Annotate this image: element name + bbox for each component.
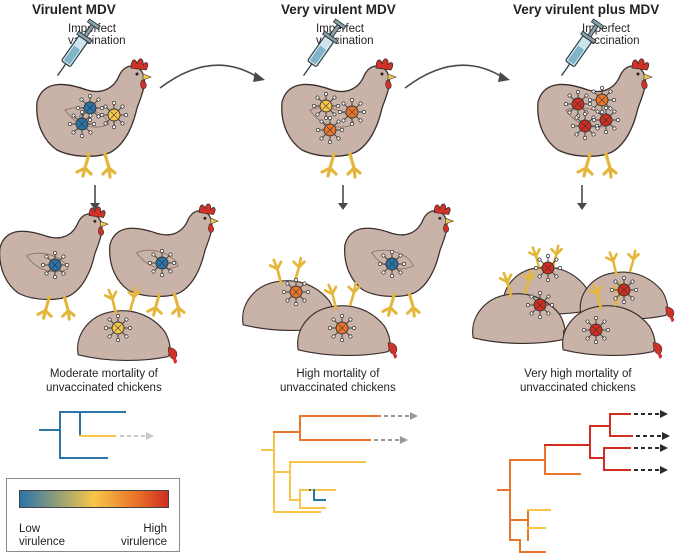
virus-icon [377, 249, 407, 279]
virus-cross [338, 324, 346, 332]
virus-cross [110, 111, 118, 119]
virus-icon [609, 275, 639, 305]
virus-icon [40, 250, 70, 280]
syringe-icon [296, 17, 348, 81]
outcome-caption-1: Moderate mortality of unvaccinated chick… [46, 368, 162, 395]
column-title-very-virulent-plus: Very virulent plus MDV [513, 2, 660, 17]
virus-cross [348, 108, 356, 116]
virus-icon [311, 91, 341, 121]
virus-cross [388, 260, 396, 268]
virus-cross [322, 102, 330, 110]
arrows-layer [90, 64, 587, 210]
virus-cross [78, 120, 86, 128]
virus-cross [592, 326, 600, 334]
down-arrow-head [338, 203, 348, 210]
transition-arrow [404, 64, 505, 89]
virus-icon [570, 111, 600, 141]
legend-text-line: Low [19, 523, 41, 535]
virus-cross [581, 122, 589, 130]
transition-arrow-head [253, 72, 265, 82]
outcome-caption-3: Very high mortality of unvaccinated chic… [520, 368, 636, 395]
caption-line: unvaccinated chickens [520, 381, 636, 394]
virus-cross [544, 264, 552, 272]
virus-cross [326, 126, 334, 134]
virus-cross [86, 104, 94, 112]
virus-cross [598, 96, 606, 104]
vaccination-label-line: Imperfect [316, 23, 364, 35]
chicken-icon [35, 57, 153, 179]
virus-icon [587, 85, 617, 115]
virus-cross [574, 100, 582, 108]
virus-icon [315, 115, 345, 145]
virus-icon [581, 315, 611, 345]
virus-cross [602, 116, 610, 124]
caption-line: High mortality of [296, 368, 380, 380]
dead-chicken-icon [76, 286, 179, 366]
virus-icon [563, 89, 593, 119]
virus-icon [327, 313, 357, 343]
virus-icon [533, 253, 563, 283]
transition-arrow-head [498, 72, 510, 82]
virus-icon [337, 97, 367, 127]
dashed-arrow-head [660, 444, 668, 452]
caption-line: Very high mortality of [524, 368, 632, 380]
dashed-arrow-head [410, 412, 418, 420]
vaccination-label-line: vaccination [582, 35, 640, 47]
dashed-arrow-head [662, 432, 670, 440]
legend-text-line: virulence [120, 535, 167, 548]
virulence-legend: Low virulence High virulence [6, 478, 180, 552]
dashed-arrow-head [146, 432, 154, 440]
outcome-caption-2: High mortality of unvaccinated chickens [280, 368, 396, 395]
virus-cross [292, 288, 300, 296]
virus-icon [75, 93, 105, 123]
virions-layer [40, 85, 639, 345]
caption-line: Moderate mortality of [49, 368, 158, 380]
caption-line: unvaccinated chickens [280, 381, 396, 394]
down-arrow-head [577, 203, 587, 210]
virus-icon [147, 248, 177, 278]
caption-line: unvaccinated chickens [46, 381, 162, 394]
virus-icon [281, 277, 311, 307]
dashed-arrow-head [660, 410, 668, 418]
virus-cross [158, 259, 166, 267]
chicken-icon [343, 202, 455, 318]
virus-icon [67, 109, 97, 139]
legend-high-label: High virulence [121, 523, 167, 548]
virulence-color-bar [19, 490, 169, 508]
legend-text-line: High [143, 523, 167, 535]
virus-cross [114, 324, 122, 332]
virus-icon [99, 100, 129, 130]
phylogeny-layer [39, 410, 670, 553]
syringe-icon [50, 17, 102, 81]
virus-cross [51, 261, 59, 269]
column-title-virulent: Virulent MDV [32, 2, 116, 17]
legend-low-label: Low virulence [19, 523, 65, 548]
syringe-icon [554, 17, 606, 81]
dashed-arrow-head [660, 466, 668, 474]
virus-cross [536, 301, 544, 309]
chicken-icon [280, 57, 398, 179]
legend-text-line: virulence [19, 535, 66, 548]
chickens-layer [0, 17, 676, 366]
transition-arrow [159, 64, 260, 89]
down-arrow-head [90, 203, 100, 210]
dashed-arrow-head [400, 436, 408, 444]
virus-icon [525, 290, 555, 320]
virus-icon [591, 105, 621, 135]
virus-cross [620, 286, 628, 294]
virus-icon [103, 313, 133, 343]
column-title-very-virulent: Very virulent MDV [281, 2, 396, 17]
